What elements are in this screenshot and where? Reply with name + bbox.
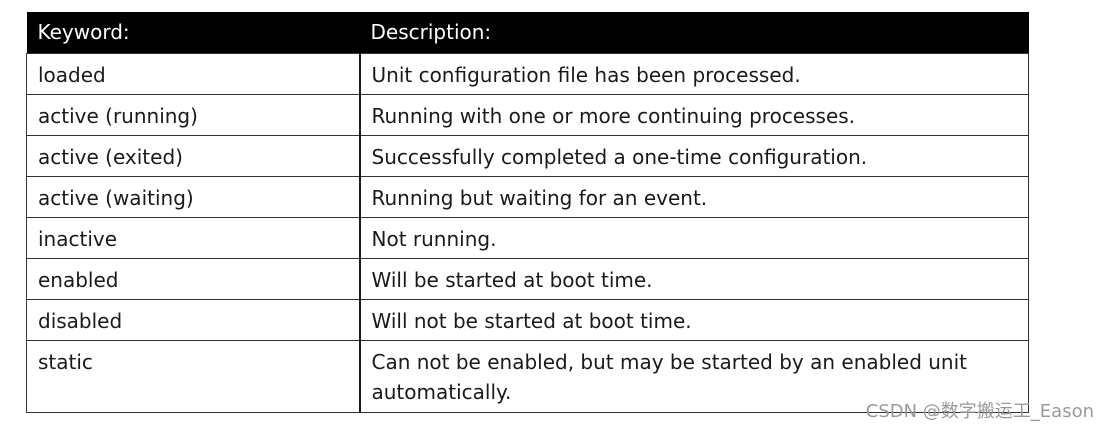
- keyword-cell: loaded: [26, 52, 360, 95]
- keyword-description-table: Keyword: Description: loaded Unit config…: [26, 12, 1029, 413]
- keyword-cell: static: [26, 339, 360, 413]
- table-row: active (waiting) Running but waiting for…: [26, 175, 1029, 218]
- keyword-cell: inactive: [26, 216, 360, 259]
- watermark: CSDN @数字搬运工_Eason: [865, 401, 1094, 422]
- table-row: enabled Will be started at boot time.: [26, 257, 1029, 300]
- description-cell: Not running.: [358, 216, 1029, 259]
- table-row: loaded Unit configuration file has been …: [26, 52, 1029, 95]
- description-cell: Successfully completed a one-time config…: [358, 134, 1029, 177]
- table-row: static Can not be enabled, but may be st…: [26, 339, 1029, 413]
- keyword-column-header: Keyword:: [26, 12, 360, 53]
- description-cell: Running but waiting for an event.: [358, 175, 1029, 218]
- table-body: loaded Unit configuration file has been …: [26, 52, 1029, 413]
- keyword-cell: active (waiting): [26, 175, 360, 218]
- keyword-cell: active (running): [26, 93, 360, 136]
- header-row: Keyword: Description:: [26, 12, 1029, 53]
- description-cell: Can not be enabled, but may be started b…: [358, 339, 1029, 413]
- keyword-cell: enabled: [26, 257, 360, 300]
- table-row: disabled Will not be started at boot tim…: [26, 298, 1029, 341]
- description-cell: Unit configuration file has been process…: [358, 52, 1029, 95]
- table-row: active (running) Running with one or mor…: [26, 93, 1029, 136]
- description-cell: Will be started at boot time.: [358, 257, 1029, 300]
- description-cell: Will not be started at boot time.: [358, 298, 1029, 341]
- table-header: Keyword: Description:: [26, 12, 1029, 53]
- table-row: active (exited) Successfully completed a…: [26, 134, 1029, 177]
- keyword-cell: active (exited): [26, 134, 360, 177]
- keyword-cell: disabled: [26, 298, 360, 341]
- description-column-header: Description:: [359, 12, 1029, 53]
- description-cell: Running with one or more continuing proc…: [358, 93, 1029, 136]
- table-row: inactive Not running.: [26, 216, 1029, 259]
